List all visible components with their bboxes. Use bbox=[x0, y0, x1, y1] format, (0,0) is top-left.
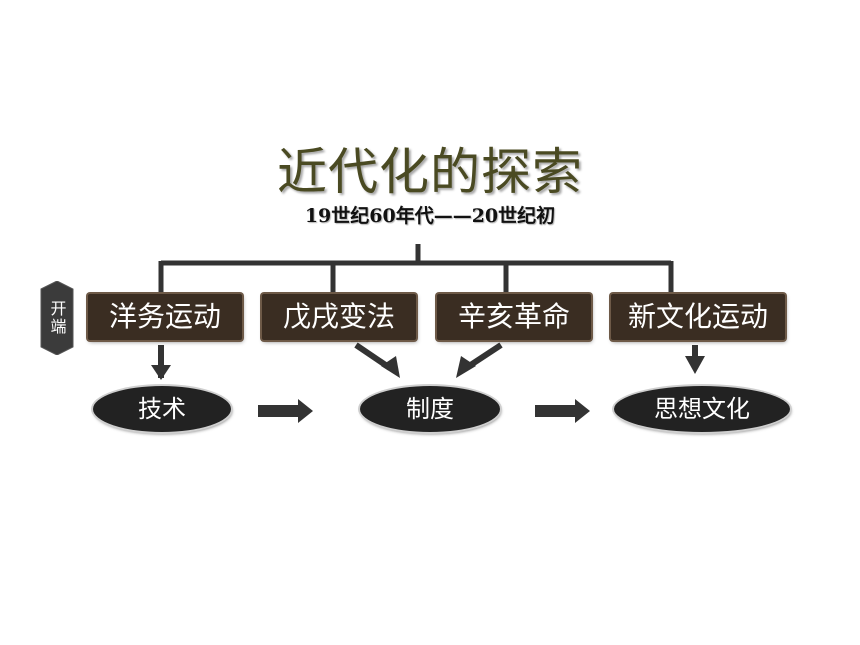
event-xinwenhua: 新文化运动 bbox=[611, 294, 785, 340]
stage-sixiang: 思想文化 bbox=[614, 386, 790, 432]
event-yangwu: 洋务运动 bbox=[88, 294, 242, 340]
diagram-title: 近代化的探索 bbox=[277, 143, 583, 201]
stage-jishu: 技术 bbox=[93, 386, 231, 432]
diagram-subtitle: 19世纪60年代——20世纪初 bbox=[304, 205, 556, 227]
arrowhead-1 bbox=[151, 365, 171, 380]
arrowhead-3 bbox=[456, 356, 476, 378]
tag-shape bbox=[40, 281, 74, 355]
event-xinhai: 辛亥革命 bbox=[437, 294, 591, 340]
arrowhead-2 bbox=[381, 356, 400, 378]
arrow-zhidu-to-sixiang bbox=[535, 399, 590, 423]
arrow-jishu-to-zhidu bbox=[258, 399, 313, 423]
arrowhead-4 bbox=[685, 356, 705, 374]
tag-label: 开端 bbox=[47, 300, 67, 336]
start-tag: 开端 bbox=[37, 281, 77, 355]
stage-zhidu: 制度 bbox=[360, 386, 500, 432]
event-wuxu: 戊戌变法 bbox=[262, 294, 416, 340]
